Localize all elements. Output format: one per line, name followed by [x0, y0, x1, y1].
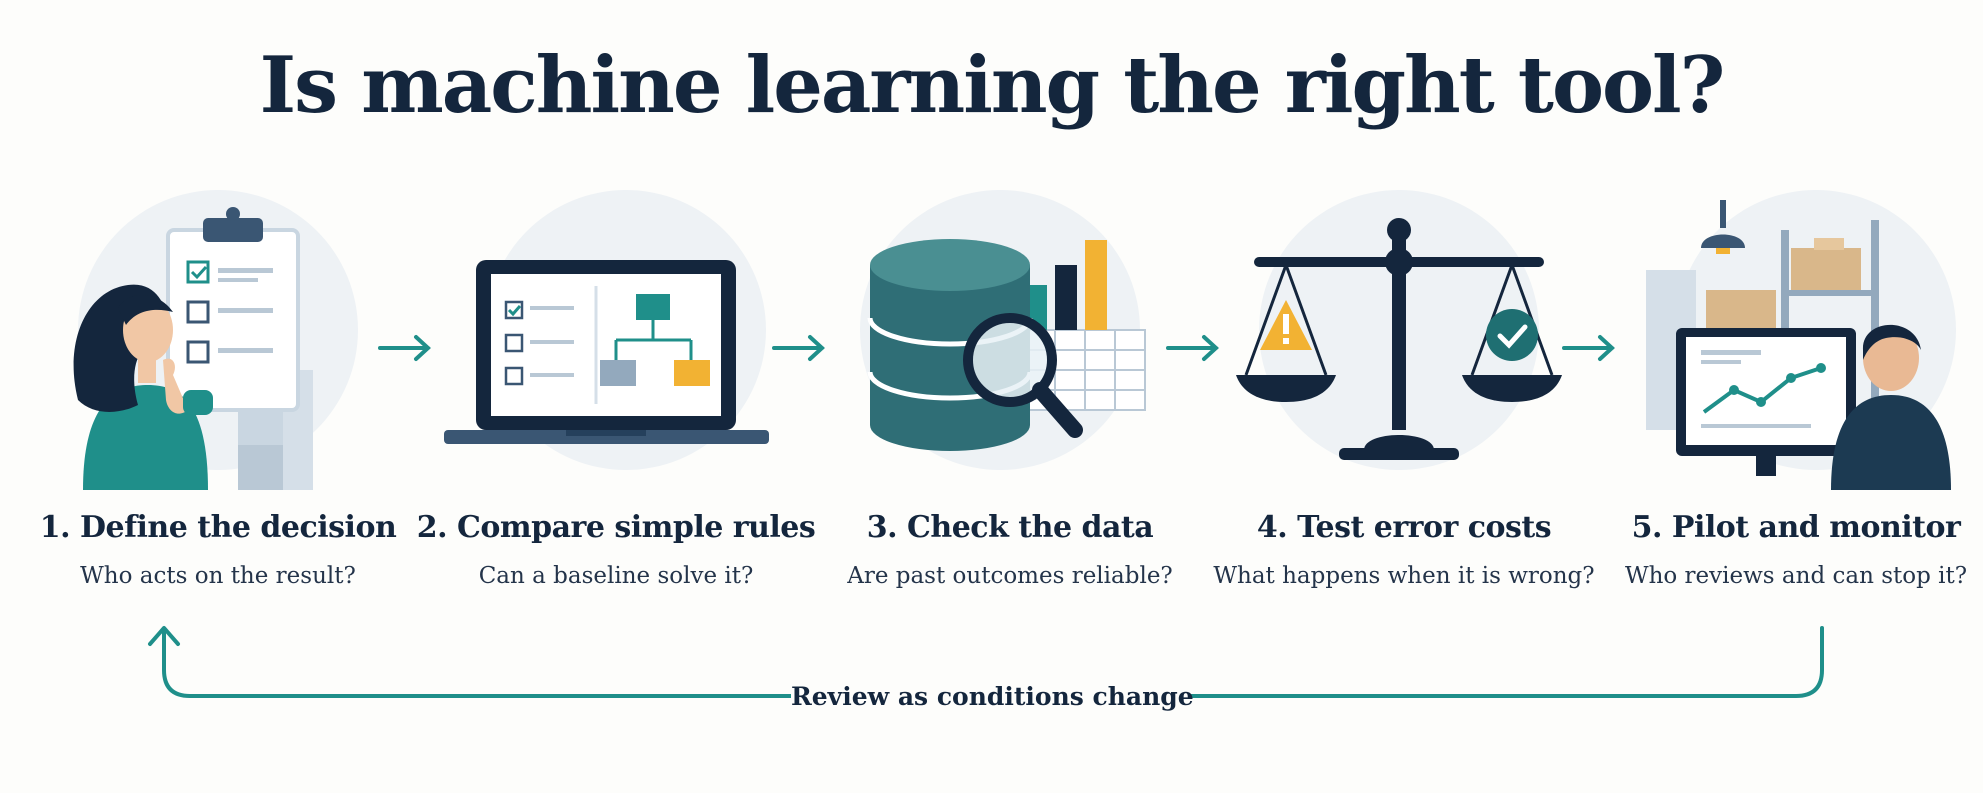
step-question: Who reviews and can stop it?	[1624, 563, 1968, 589]
arrow-right-icon	[378, 335, 431, 361]
step-check-data: 3. Check the data Are past outcomes reli…	[830, 190, 1190, 620]
step-define-decision: 1. Define the decision Who acts on the r…	[38, 190, 398, 620]
step-label: 5. Pilot and monitor	[1631, 510, 1961, 545]
page-title: Is machine learning the right tool?	[259, 40, 1726, 131]
arrow-right-icon	[1166, 335, 1219, 361]
step-label: 2. Compare simple rules	[416, 510, 816, 545]
monitor-warehouse-icon	[1646, 190, 1956, 490]
database-magnifier-icon	[860, 190, 1146, 470]
step-compare-rules: 2. Compare simple rules Can a baseline s…	[417, 190, 816, 620]
step-label: 1. Define the decision	[39, 510, 397, 545]
step-label: 3. Check the data	[866, 510, 1154, 545]
step-question: Are past outcomes reliable?	[847, 563, 1173, 589]
person-clipboard-icon	[73, 190, 358, 490]
step-question: Can a baseline solve it?	[478, 563, 754, 589]
step-label: 4. Test error costs	[1256, 510, 1552, 545]
arrow-right-icon	[772, 335, 825, 361]
step-question: What happens when it is wrong?	[1213, 563, 1595, 589]
step-test-error-costs: 4. Test error costs What happens when it…	[1213, 190, 1595, 620]
step-pilot-monitor: 5. Pilot and monitor Who reviews and can…	[1616, 190, 1976, 620]
arrow-right-icon	[1562, 335, 1615, 361]
step-question: Who acts on the result?	[80, 563, 356, 589]
balance-scale-icon	[1236, 190, 1562, 470]
loop-label: Review as conditions change	[791, 682, 1194, 711]
laptop-flowchart-icon	[444, 190, 769, 470]
